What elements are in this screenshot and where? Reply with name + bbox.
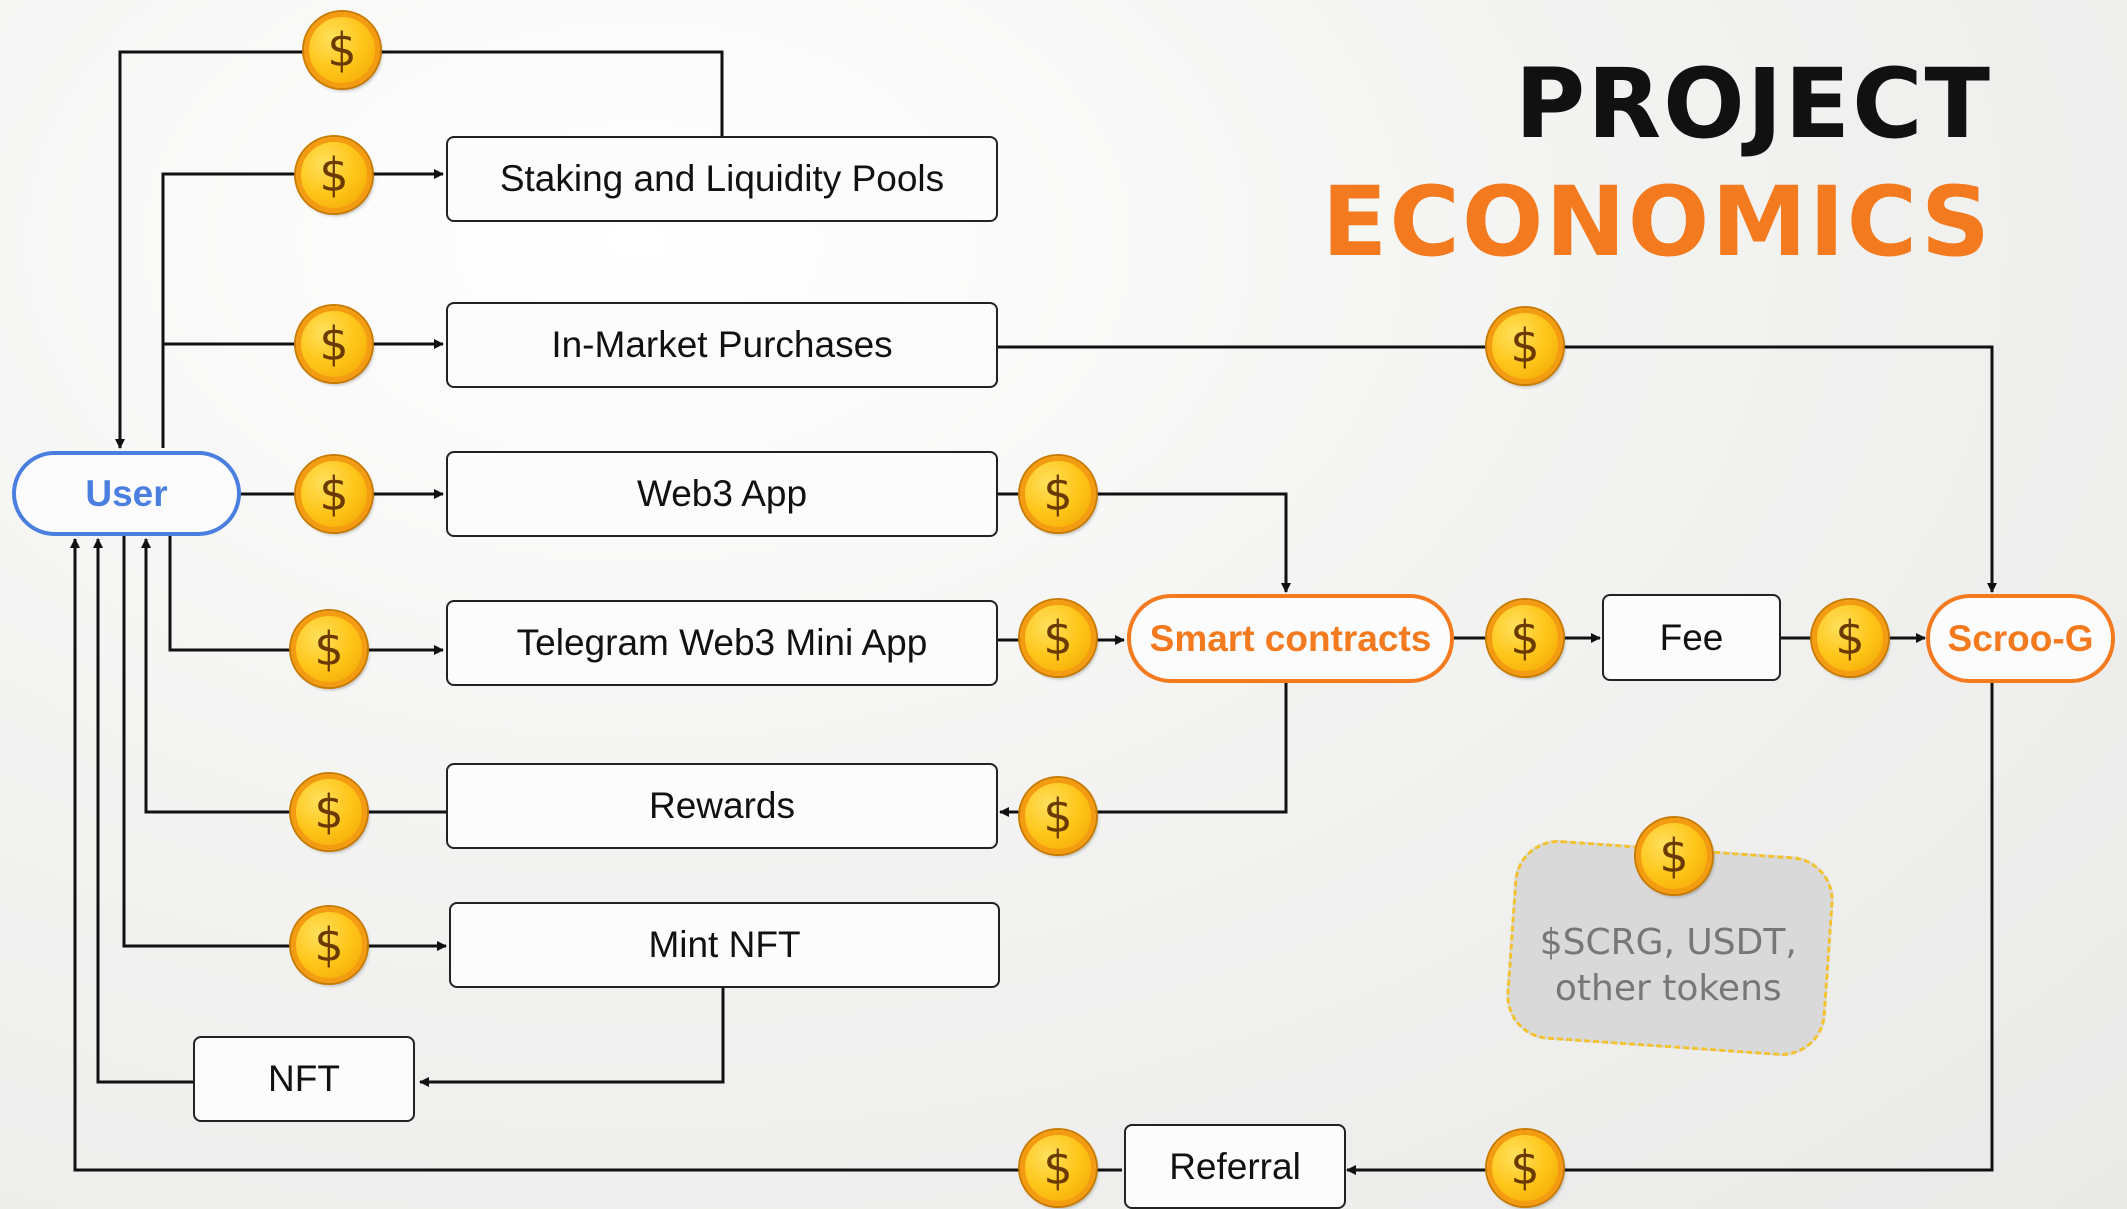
- node-staking[interactable]: Staking and Liquidity Pools: [446, 136, 998, 222]
- node-user[interactable]: User: [12, 451, 241, 536]
- dollar-coin-icon: $: [1020, 1130, 1096, 1206]
- line-staking-to-user: [115, 50, 724, 449]
- dollar-coin-icon: $: [304, 12, 380, 88]
- dollar-coin-icon: $: [291, 611, 367, 687]
- token-note-text: $SCRG, USDT, other tokens: [1540, 920, 1797, 1012]
- dollar-coin-icon: $: [291, 774, 367, 850]
- dollar-coin-icon: $: [1487, 600, 1563, 676]
- dollar-coin-icon: $: [1636, 818, 1712, 894]
- line-mintnft-to-nft: [419, 988, 725, 1087]
- dollar-coin-icon: $: [1020, 778, 1096, 854]
- node-smart-contracts[interactable]: Smart contracts: [1127, 594, 1454, 683]
- dollar-coin-icon: $: [296, 306, 372, 382]
- dollar-coin-icon: $: [1812, 600, 1888, 676]
- node-in-market-purchases[interactable]: In-Market Purchases: [446, 302, 998, 388]
- node-referral[interactable]: Referral: [1124, 1124, 1346, 1209]
- dollar-coin-icon: $: [1020, 456, 1096, 532]
- title-project: PROJECT: [1514, 48, 1992, 160]
- dollar-coin-icon: $: [296, 456, 372, 532]
- dollar-coin-icon: $: [1487, 1130, 1563, 1206]
- dollar-coin-icon: $: [291, 907, 367, 983]
- node-rewards[interactable]: Rewards: [446, 763, 998, 849]
- line-inmarket-to-scroog: [998, 345, 1997, 593]
- line-user-to-staking: [161, 169, 444, 448]
- node-telegram-mini-app[interactable]: Telegram Web3 Mini App: [446, 600, 998, 686]
- dollar-coin-icon: $: [296, 137, 372, 213]
- dollar-coin-icon: $: [1020, 600, 1096, 676]
- node-web3-app[interactable]: Web3 App: [446, 451, 998, 537]
- node-mint-nft[interactable]: Mint NFT: [449, 902, 1000, 988]
- line-nft-to-user: [93, 538, 193, 1084]
- token-note-line2: other tokens: [1555, 967, 1783, 1009]
- line-user-to-mintnft: [122, 536, 447, 951]
- line-referral-to-user: [70, 538, 1122, 1172]
- node-fee[interactable]: Fee: [1602, 594, 1781, 681]
- line-rewards-to-user: [141, 538, 446, 814]
- token-note-line1: $SCRG, USDT,: [1540, 921, 1798, 963]
- dollar-coin-icon: $: [1487, 308, 1563, 384]
- node-nft[interactable]: NFT: [193, 1036, 415, 1122]
- node-scroo-g[interactable]: Scroo-G: [1926, 594, 2115, 683]
- title-economics: ECONOMICS: [1321, 166, 1992, 278]
